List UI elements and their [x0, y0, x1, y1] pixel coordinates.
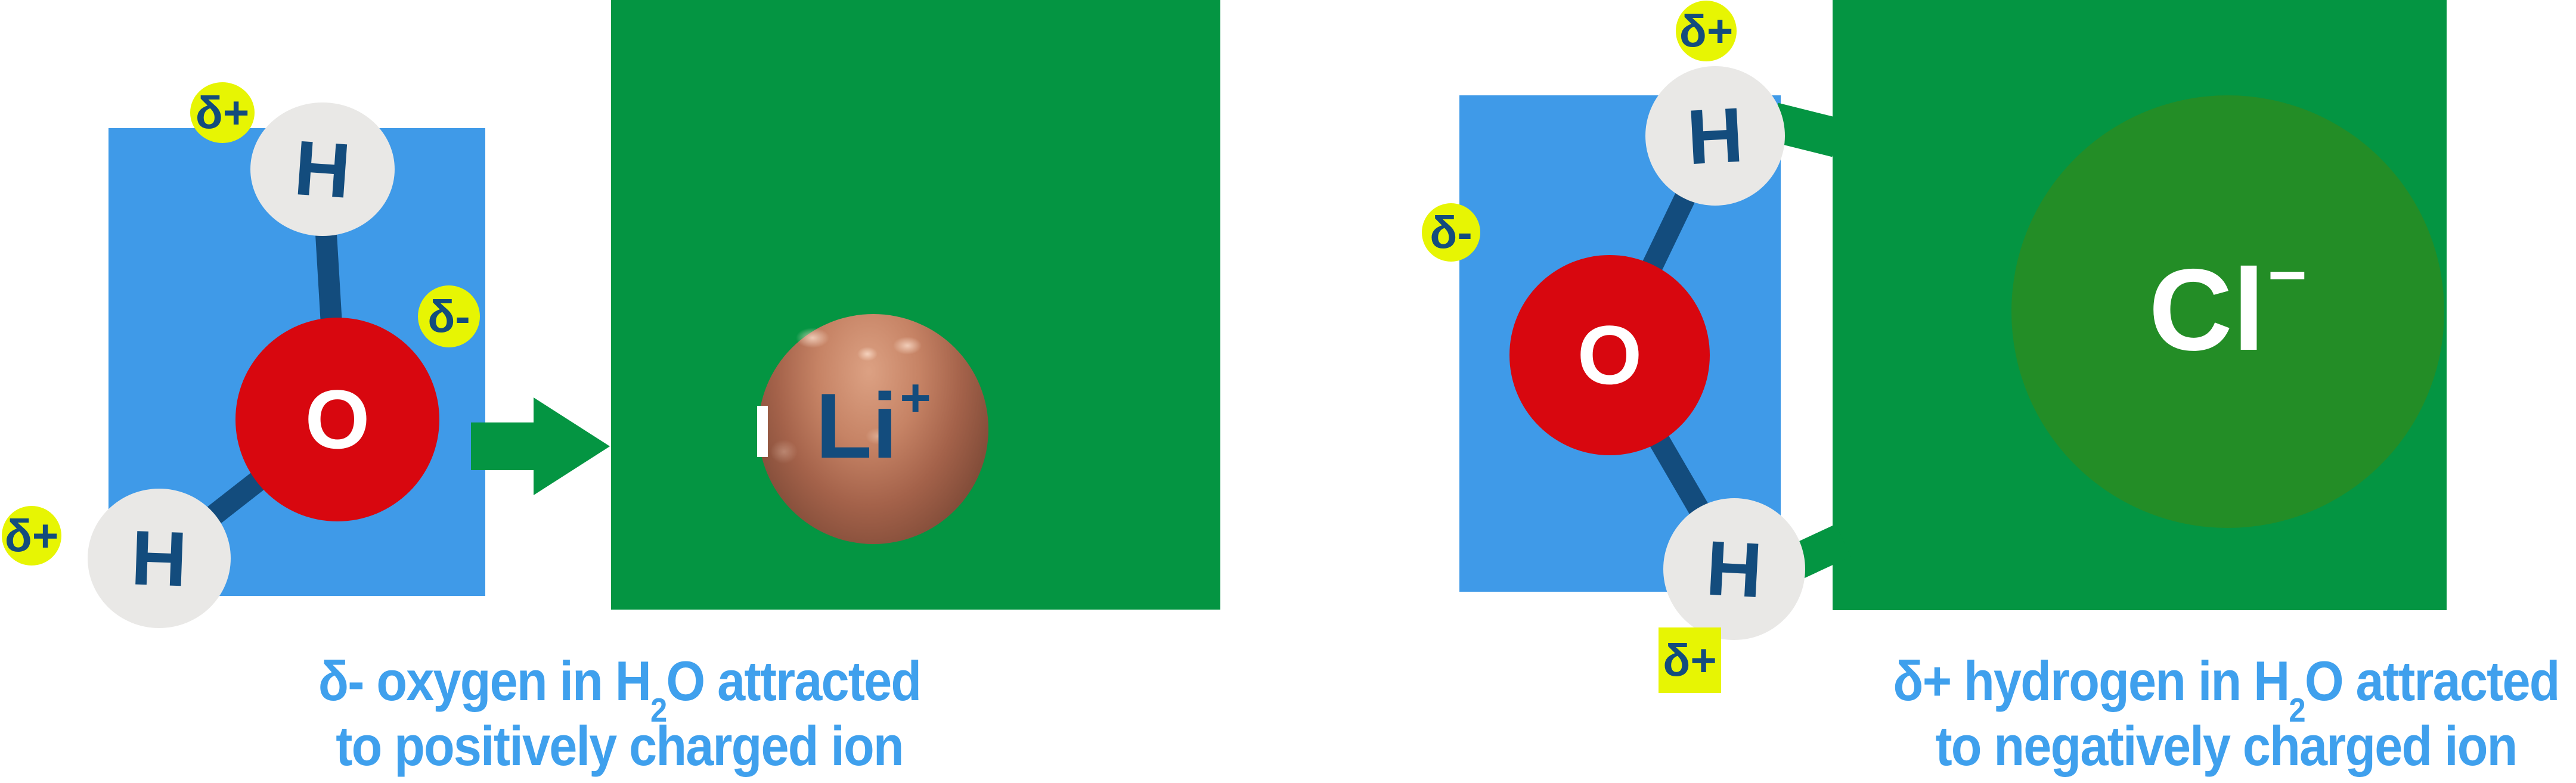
chloride-charge: −: [2267, 237, 2307, 313]
right-oxygen-atom: O: [1509, 255, 1710, 455]
left-hydrogen-top-label: H: [292, 123, 354, 215]
left-delta-plus-bottom-badge: δ+: [2, 506, 61, 566]
left-hydrogen-bottom-atom: H: [88, 489, 231, 628]
right-hydrogen-bottom-label: H: [1704, 524, 1765, 614]
sphere-highlight: [857, 347, 878, 361]
left-caption-line1-post: O attracted: [666, 650, 922, 712]
chloride-symbol: Cl: [2149, 245, 2265, 375]
right-oxygen-label: O: [1577, 308, 1642, 402]
right-delta-plus-top-badge: δ+: [1676, 1, 1737, 61]
left-delta-plus-top-badge: δ+: [190, 82, 255, 143]
right-caption-line1-post: O attracted: [2304, 650, 2560, 712]
right-hydrogen-bottom-atom: H: [1663, 498, 1805, 640]
lithium-charge: +: [900, 368, 931, 428]
right-caption-line2: to negatively charged ion: [1935, 714, 2518, 778]
left-delta-plus-bottom-text: δ+: [4, 510, 59, 561]
left-caption-line1-pre: δ- oxygen in H: [318, 650, 652, 712]
sphere-highlight: [866, 428, 889, 445]
sphere-highlight: [893, 337, 922, 355]
left-delta-minus-badge: δ-: [418, 285, 480, 347]
left-delta-plus-top-text: δ+: [195, 87, 250, 138]
right-caption-line1-sub: 2: [2289, 691, 2305, 729]
right-caption-line1: δ+ hydrogen in H2O attracted: [1877, 648, 2575, 726]
lithium-symbol: Li: [816, 374, 898, 477]
sphere-edge-notch: [757, 406, 768, 457]
left-oxygen-label: O: [305, 372, 370, 466]
left-caption-line1: δ- oxygen in H2O attracted: [271, 648, 968, 726]
right-delta-plus-bottom-badge: δ+: [1659, 627, 1721, 693]
attraction-arrow-body: [471, 422, 538, 470]
lithium-ion-label: Li+: [758, 358, 988, 495]
chloride-ion-label: Cl−: [2011, 237, 2444, 381]
left-hydrogen-bottom-label: H: [129, 514, 189, 603]
left-hydrogen-top-atom: H: [250, 102, 395, 236]
right-delta-plus-bottom-text: δ+: [1663, 635, 1717, 686]
left-caption-line2: to positively charged ion: [336, 714, 904, 778]
right-delta-minus-badge: δ-: [1422, 203, 1480, 262]
right-delta-plus-top-text: δ+: [1679, 5, 1734, 57]
attraction-arrow-head-icon: [534, 397, 610, 495]
sphere-highlight: [796, 328, 829, 348]
right-caption: δ+ hydrogen in H2O attracted to negative…: [1877, 648, 2575, 778]
left-caption-line1-sub: 2: [650, 691, 667, 729]
sphere-highlight: [770, 440, 798, 464]
right-caption-line1-pre: δ+ hydrogen in H: [1893, 650, 2290, 712]
right-hydrogen-top-label: H: [1685, 91, 1746, 181]
chloride-ion-circle: [2011, 95, 2444, 528]
right-delta-minus-text: δ-: [1430, 207, 1473, 258]
left-oxygen-atom: O: [235, 318, 439, 521]
right-hydrogen-top-atom: H: [1645, 66, 1785, 206]
left-caption: δ- oxygen in H2O attracted to positively…: [271, 648, 968, 778]
left-delta-minus-text: δ-: [427, 291, 470, 342]
